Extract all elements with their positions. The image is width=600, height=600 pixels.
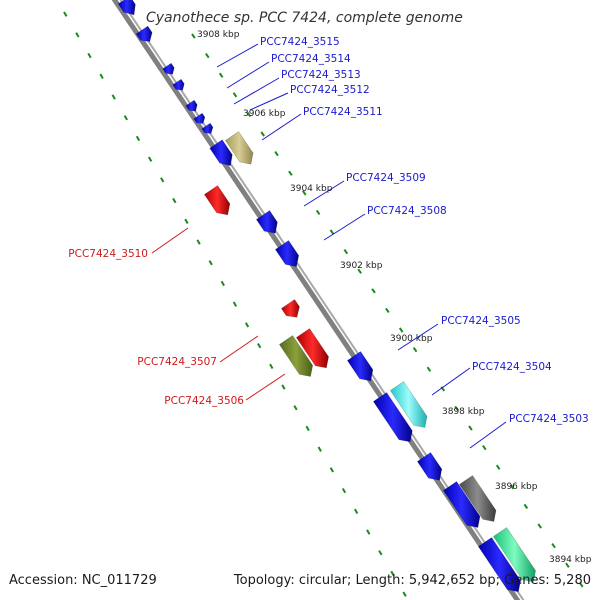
- callout-line: [431, 367, 471, 396]
- gene-label[interactable]: PCC7424_3514: [271, 53, 351, 65]
- callout-line: [261, 113, 302, 141]
- callout-line: [245, 373, 286, 401]
- kbp-label: 3904 kbp: [290, 184, 333, 194]
- gene-arrow[interactable]: [117, 0, 136, 16]
- gene-label[interactable]: PCC7424_3507: [137, 356, 217, 368]
- gene-arrow[interactable]: [255, 210, 278, 234]
- gene-arrow[interactable]: [201, 122, 214, 134]
- kbp-label: 3896 kbp: [495, 482, 538, 492]
- tick-ring-outer: [191, 33, 593, 600]
- tick-ring-inner: [63, 11, 409, 600]
- kbp-label: 3900 kbp: [390, 334, 433, 344]
- callout-line: [249, 92, 289, 111]
- gene-label[interactable]: PCC7424_3509: [346, 172, 426, 184]
- callout-line: [397, 323, 439, 351]
- kbp-label: 3902 kbp: [340, 261, 383, 271]
- callout-line: [303, 180, 345, 207]
- gene-arrow[interactable]: [209, 139, 233, 166]
- callout-line: [226, 61, 270, 89]
- accession-text: Accession: NC_011729: [9, 573, 157, 588]
- gene-arrow[interactable]: [278, 335, 314, 377]
- map-title: Cyanothece sp. PCC 7424, complete genome: [146, 10, 463, 26]
- gene-label[interactable]: PCC7424_3511: [303, 106, 383, 118]
- gene-arrow[interactable]: [135, 25, 153, 42]
- gene-label[interactable]: PCC7424_3510: [68, 248, 148, 260]
- gene-label[interactable]: PCC7424_3504: [472, 361, 552, 373]
- gene-label[interactable]: PCC7424_3508: [367, 205, 447, 217]
- gene-arrow[interactable]: [416, 452, 443, 481]
- kbp-label: 3894 kbp: [549, 555, 592, 565]
- callout-line: [219, 335, 259, 363]
- kbp-label: 3908 kbp: [197, 30, 240, 40]
- gene-arrow[interactable]: [458, 475, 497, 522]
- gene-arrow[interactable]: [372, 392, 413, 443]
- gene-arrow[interactable]: [162, 62, 175, 75]
- gene-arrow[interactable]: [172, 78, 185, 91]
- callout-line: [233, 77, 280, 105]
- gene-arrow[interactable]: [193, 112, 206, 124]
- gene-arrow[interactable]: [442, 481, 481, 528]
- kbp-label: 3906 kbp: [243, 109, 286, 119]
- topology-text: Topology: circular; Length: 5,942,652 bp…: [233, 573, 591, 588]
- gene-arrow[interactable]: [185, 99, 198, 112]
- gene-arrow[interactable]: [295, 328, 329, 369]
- gene-arrow[interactable]: [224, 131, 254, 165]
- callout-line: [469, 421, 507, 449]
- gene-arrow[interactable]: [389, 381, 428, 428]
- gene-arrow[interactable]: [203, 185, 231, 216]
- gene-arrow[interactable]: [274, 240, 300, 267]
- callout-line: [151, 227, 189, 254]
- gene-arrow[interactable]: [346, 351, 374, 382]
- gene-label[interactable]: PCC7424_3513: [281, 69, 361, 81]
- gene-arrow[interactable]: [477, 537, 521, 593]
- gene-label[interactable]: PCC7424_3506: [164, 395, 244, 407]
- callout-line: [216, 43, 259, 68]
- callout-line: [323, 213, 366, 241]
- gene-arrow[interactable]: [280, 299, 300, 318]
- gene-label[interactable]: PCC7424_3512: [290, 84, 370, 96]
- gene-label[interactable]: PCC7424_3503: [509, 413, 589, 425]
- gene-label[interactable]: PCC7424_3505: [441, 315, 521, 327]
- gene-arrow[interactable]: [492, 527, 536, 583]
- kbp-label: 3898 kbp: [442, 407, 485, 417]
- gene-label[interactable]: PCC7424_3515: [260, 36, 340, 48]
